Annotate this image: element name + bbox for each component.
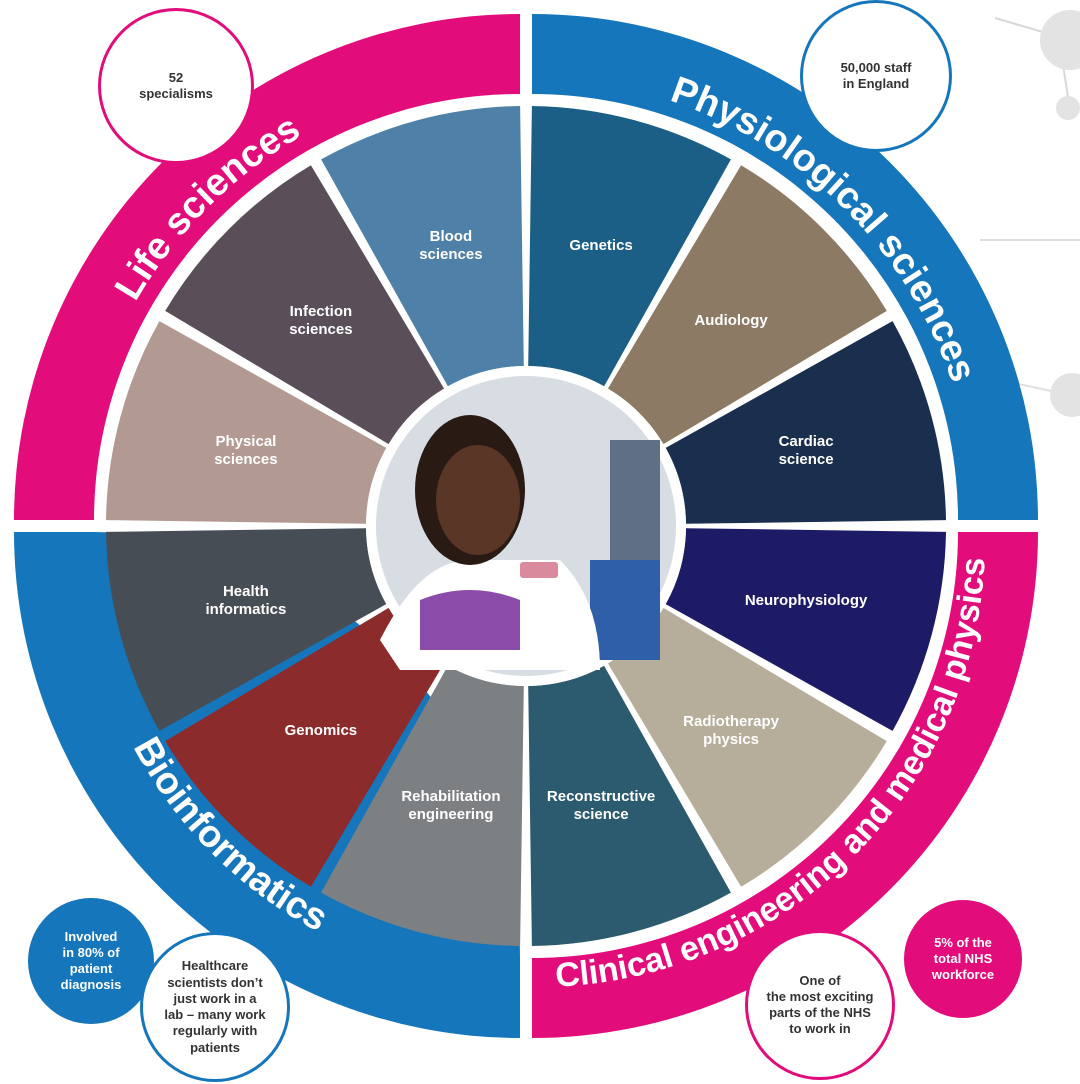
segment-reconstructive-science — [528, 665, 731, 946]
segment-cardiac-science — [665, 321, 946, 524]
callout-diagnosis: Involved in 80% of patient diagnosis — [28, 898, 154, 1024]
segment-audiology — [607, 165, 887, 445]
segment-physical-sciences — [106, 321, 387, 524]
callout-workforce: 5% of the total NHS workforce — [904, 900, 1022, 1018]
segment-rehabilitation-engineering — [321, 665, 524, 946]
segment-blood-sciences — [321, 106, 524, 387]
band-clinical-engineering — [532, 532, 1038, 1038]
segment-label-audiology: Audiology — [694, 312, 768, 329]
segment-genetics — [528, 106, 731, 387]
callout-exciting: One of the most exciting parts of the NH… — [745, 930, 895, 1080]
band-physiological-sciences — [532, 14, 1038, 520]
callout-staff: 50,000 staff in England — [800, 0, 952, 152]
segment-neurophysiology — [665, 528, 946, 731]
segment-radiotherapy-physics — [607, 607, 887, 887]
segment-health-informatics — [106, 528, 387, 731]
segment-infection-sciences — [165, 165, 445, 445]
center-portrait — [366, 366, 686, 686]
callout-specialisms: 52 specialisms — [98, 8, 254, 164]
segment-label-neurophysiology: Neurophysiology — [745, 592, 868, 609]
band-life-sciences — [14, 14, 520, 520]
segment-label-genetics: Genetics — [569, 237, 632, 254]
background-network — [980, 10, 1080, 417]
segment-label-genomics: Genomics — [285, 722, 358, 739]
callout-patients: Healthcare scientists don’t just work in… — [140, 932, 290, 1082]
segment-genomics — [165, 607, 445, 887]
